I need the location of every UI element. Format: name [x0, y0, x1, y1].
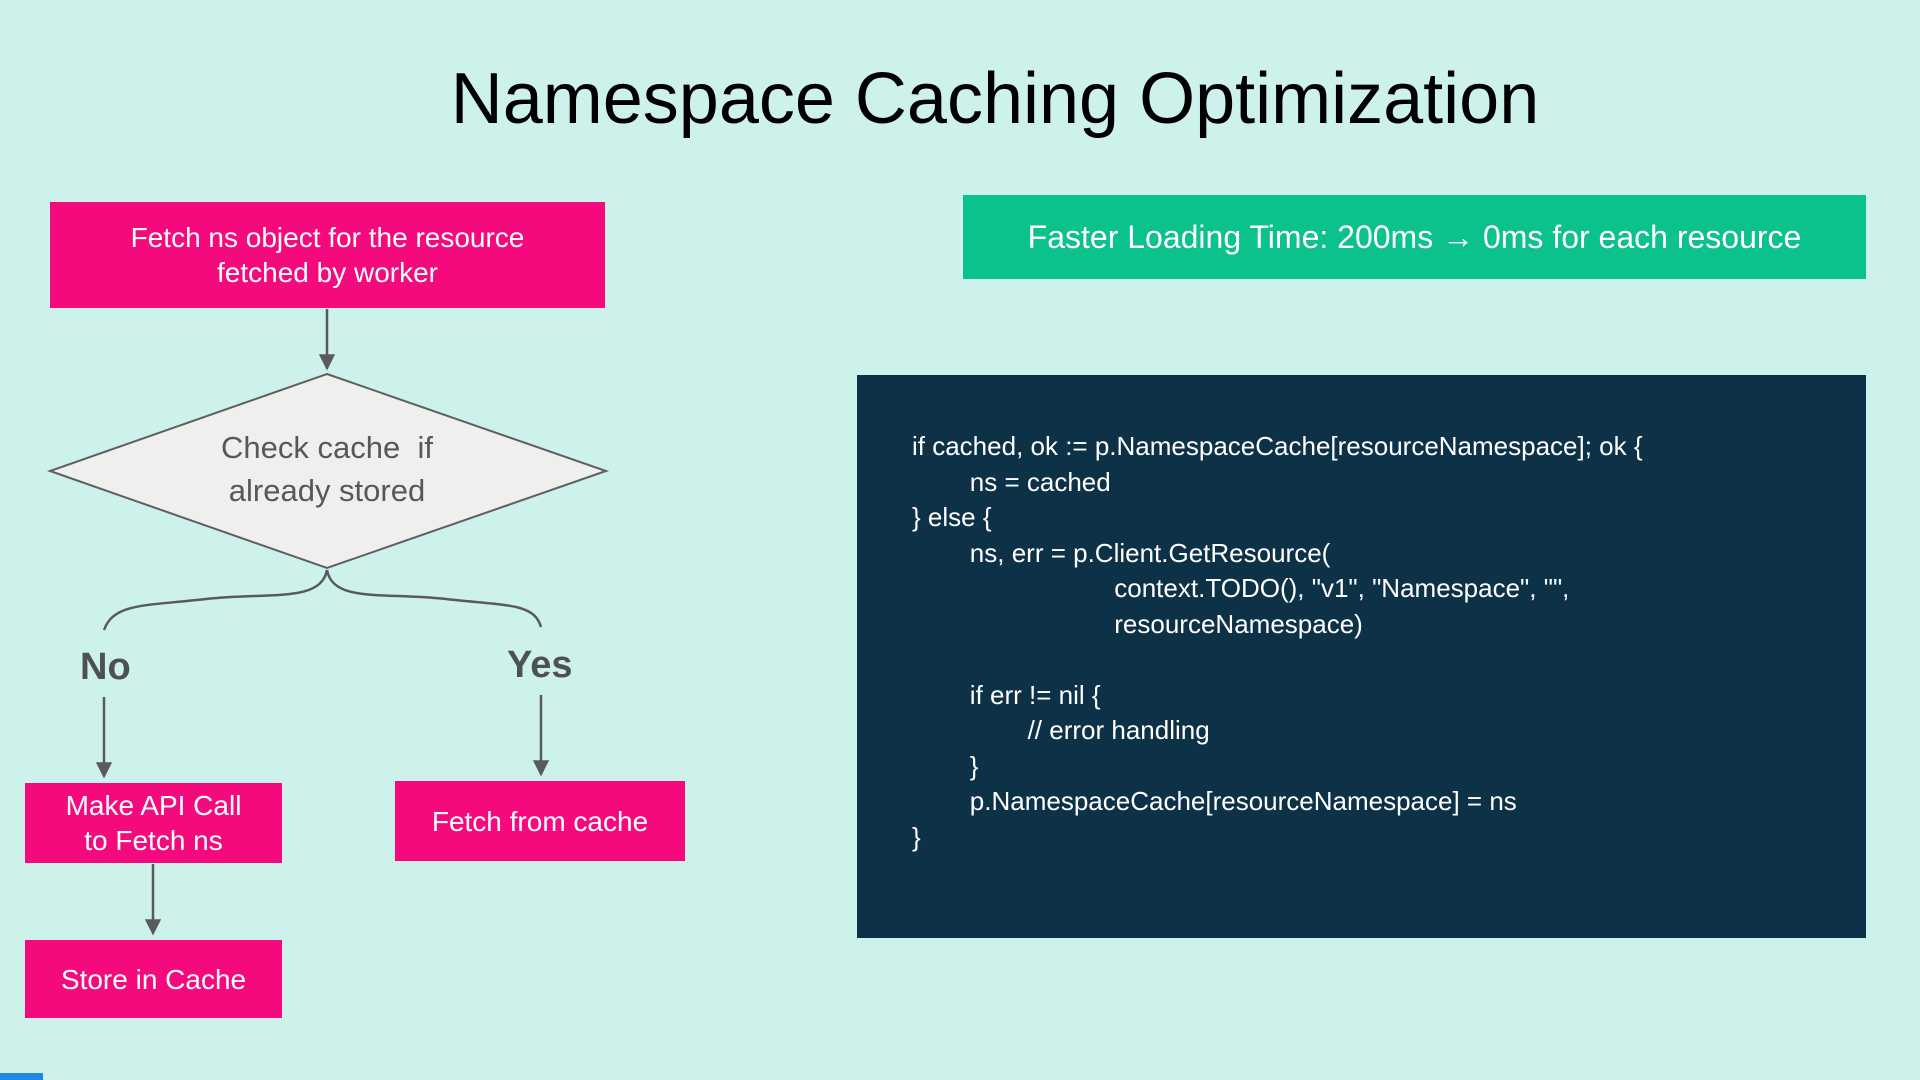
- page-title: Namespace Caching Optimization: [450, 59, 1540, 139]
- branch-label-yes: Yes: [507, 644, 573, 686]
- store-cache-box: Store in Cache: [25, 940, 282, 1018]
- branch-curve-yes: [325, 569, 543, 628]
- code-text: if cached, ok := p.NamespaceCache[resour…: [912, 431, 1643, 852]
- decision-label: Check cache if already stored: [221, 430, 433, 509]
- speed-banner: Faster Loading Time: 200ms → 0ms for eac…: [963, 195, 1866, 279]
- bottom-left-accent: [0, 1073, 43, 1080]
- fetch-cache-box: Fetch from cache: [395, 781, 685, 861]
- branch-curve-no: [102, 569, 329, 631]
- code-block: if cached, ok := p.NamespaceCache[resour…: [857, 375, 1866, 938]
- branch-label-no: No: [80, 646, 131, 688]
- api-call-box: Make API Call to Fetch ns: [25, 783, 282, 863]
- flowchart-start-box: Fetch ns object for the resource fetched…: [50, 202, 605, 308]
